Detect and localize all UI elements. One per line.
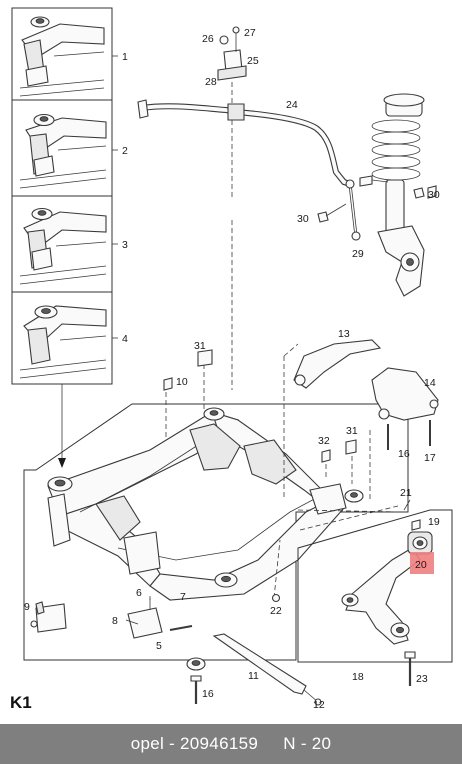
callout-12: 12 (313, 699, 325, 711)
inset-box-4 (11, 291, 113, 385)
footer-separator: - (164, 734, 181, 753)
footer-part-number: 20946159 (180, 734, 259, 753)
section-label: K1 (10, 693, 32, 712)
callout-29: 29 (352, 248, 364, 260)
callout-20: 20 (415, 559, 427, 571)
callout-30-left: 30 (297, 213, 309, 225)
callout-24: 24 (286, 99, 298, 111)
callout-23: 23 (416, 673, 428, 685)
callout-11: 11 (248, 670, 259, 682)
callout-4: 4 (122, 333, 128, 345)
callout-9: 9 (24, 601, 30, 613)
fasteners (125, 185, 437, 625)
footer-diagram-ref: N - 20 (283, 734, 332, 753)
callout-13: 13 (338, 328, 350, 340)
callout-8: 8 (112, 615, 118, 627)
callout-10: 10 (176, 376, 188, 388)
inset-1-drawing (19, 16, 105, 97)
callout-27: 27 (244, 27, 256, 39)
callout-14: 14 (424, 377, 436, 389)
callout-labels: 1 2 3 4 5 6 7 8 9 10 11 12 13 14 16 16 1… (24, 27, 440, 711)
stabilizer-bar-assembly (137, 26, 361, 390)
callout-16-right: 16 (398, 448, 410, 460)
subframe-box (23, 403, 409, 661)
callout-3: 3 (122, 239, 128, 251)
callout-6: 6 (136, 587, 142, 599)
inset-box-2 (11, 99, 113, 197)
parts-diagram: 1 2 3 4 5 6 7 8 9 10 11 12 13 14 16 16 1… (10, 7, 453, 712)
callout-25: 25 (247, 55, 259, 67)
lower-parts (186, 593, 322, 706)
control-arm-drawing (297, 505, 433, 686)
inset-3-drawing (19, 207, 107, 285)
callout-1: 1 (122, 51, 128, 63)
inset-box-3 (11, 195, 113, 293)
callout-2: 2 (122, 145, 128, 157)
footer-brand: opel (130, 734, 165, 753)
callout-16-bottom: 16 (202, 688, 214, 700)
callout-26: 26 (202, 33, 214, 45)
callout-21: 21 (400, 487, 412, 499)
footer-bar: opel - 20946159 N - 20 (0, 724, 462, 764)
inset-arrow-head (58, 458, 66, 468)
callout-18: 18 (352, 671, 364, 683)
callout-19: 19 (428, 516, 440, 528)
callout-22: 22 (270, 605, 282, 617)
strut-assembly (359, 93, 425, 297)
brackets-13-14 (283, 339, 439, 500)
callout-7: 7 (180, 591, 186, 603)
inset-2-drawing (19, 113, 107, 189)
part-9-bracket (30, 601, 67, 633)
callout-28: 28 (205, 76, 217, 88)
callout-5: 5 (156, 640, 162, 652)
callout-32: 32 (318, 435, 330, 447)
control-arm-box (297, 509, 453, 663)
callout-30-right: 30 (428, 189, 440, 201)
callout-17: 17 (424, 452, 436, 464)
callout-31-mid: 31 (346, 425, 358, 437)
part-20-highlight (410, 552, 434, 574)
inset-4-drawing (19, 305, 107, 379)
subframe-drawing (47, 356, 364, 639)
detail-insets (11, 7, 118, 468)
callout-31-top: 31 (194, 340, 206, 352)
